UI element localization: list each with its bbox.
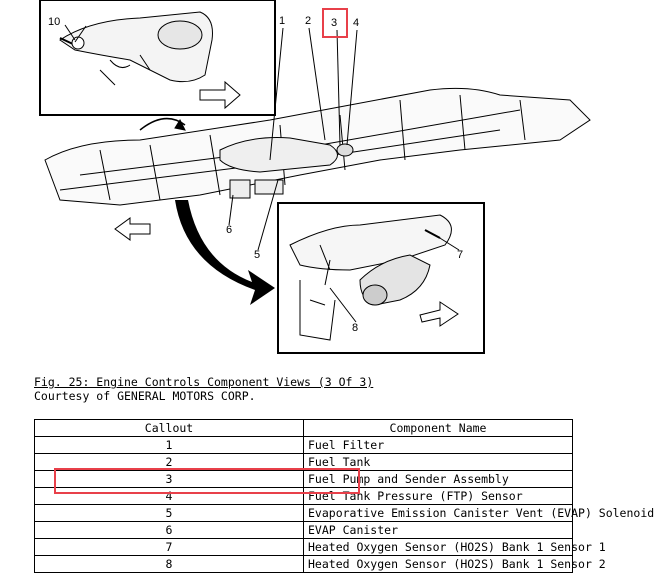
row-callout: 6 [34,521,304,539]
callout-2: 2 [305,15,311,27]
table-row: 3 Fuel Pump and Sender Assembly [34,470,573,488]
row-callout: 8 [34,555,304,573]
callout-3-highlight [322,8,348,38]
callout-4: 4 [353,17,359,29]
inset-fuel-filter [39,0,276,116]
row-3-highlight [54,468,360,494]
callout-1: 1 [279,15,285,27]
row-callout: 5 [34,504,304,522]
table-row: 1 Fuel Filter [34,436,573,454]
row-component: Evaporative Emission Canister Vent (EVAP… [303,504,654,522]
callout-5: 5 [254,249,260,261]
table-header-row: Callout Component Name [34,419,573,437]
table-row: 2 Fuel Tank [34,453,573,471]
figure-title: Fig. 25: Engine Controls Component Views… [34,375,374,389]
inset-oxygen-sensors [277,202,485,354]
leader-lines [74,25,460,323]
header-component-name: Component Name [303,419,573,437]
table-row: 6 EVAP Canister [34,521,573,539]
direction-arrow-left [114,217,151,241]
row-callout: 1 [34,436,304,454]
row-callout: 7 [34,538,304,556]
row-component: Fuel Filter [303,436,573,454]
row-component: EVAP Canister [303,521,573,539]
header-callout: Callout [34,419,304,437]
row-component: Heated Oxygen Sensor (HO2S) Bank 1 Senso… [303,555,606,573]
row-component: Heated Oxygen Sensor (HO2S) Bank 1 Senso… [303,538,606,556]
callout-8: 8 [352,322,358,334]
callout-10: 10 [48,16,60,28]
callout-7: 7 [457,249,463,261]
callout-6: 6 [226,224,232,236]
figure-credit: Courtesy of GENERAL MOTORS CORP. [34,389,256,403]
table-row: 8 Heated Oxygen Sensor (HO2S) Bank 1 Sen… [34,555,606,573]
table-row: 7 Heated Oxygen Sensor (HO2S) Bank 1 Sen… [34,538,606,556]
frame-main [44,87,591,206]
callout-3: 3 [331,17,337,29]
table-row: 5 Evaporative Emission Canister Vent (EV… [34,504,654,522]
component-table: Callout Component Name 1 Fuel Filter 2 F… [34,419,654,573]
vehicle-frame-diagram: 10 1 2 3 4 5 6 7 8 [39,0,591,354]
curved-arrow [175,200,275,305]
